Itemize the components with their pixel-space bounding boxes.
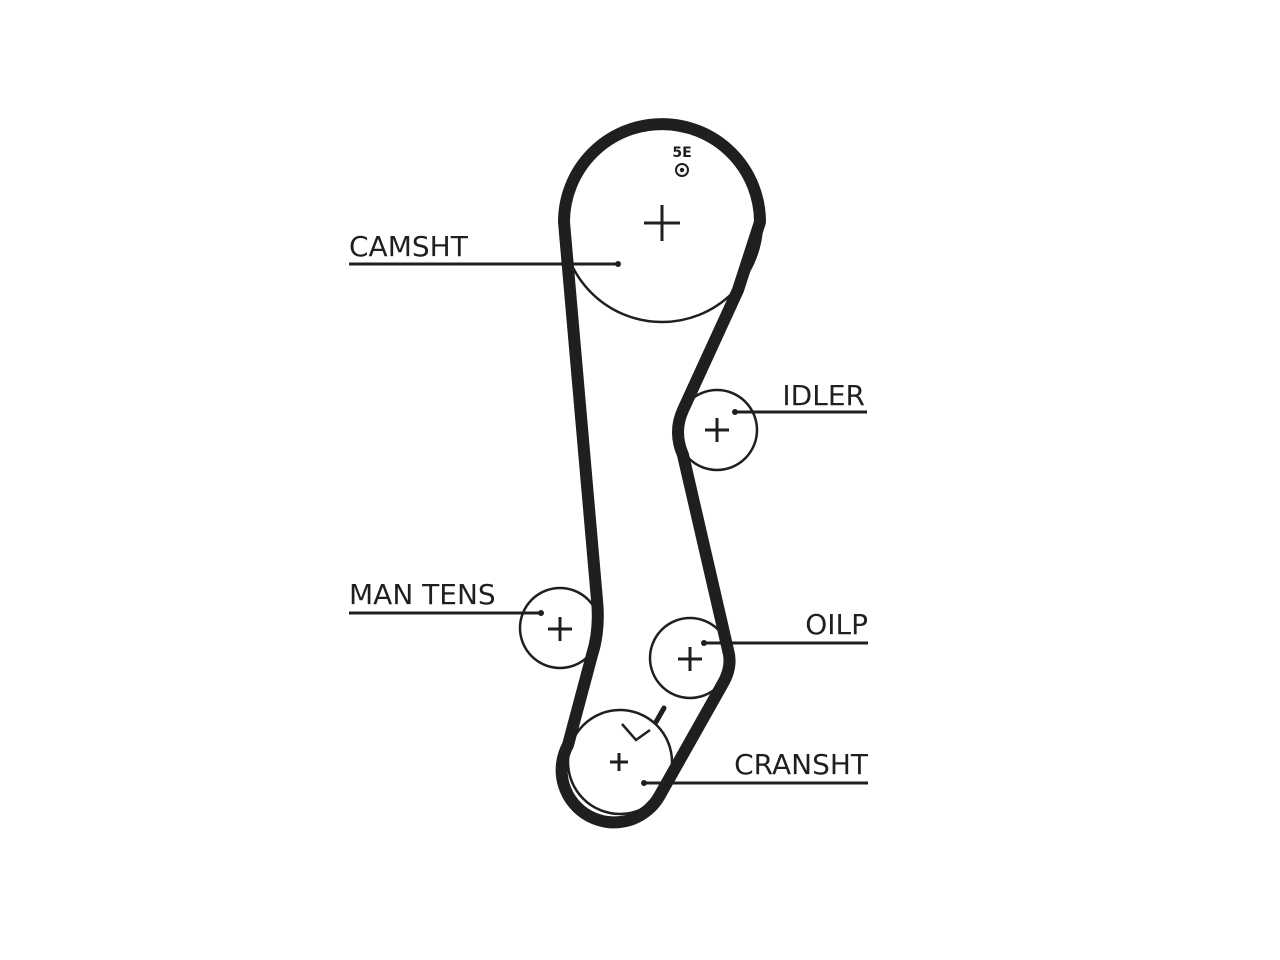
oil-pump-callout: OILP — [701, 608, 868, 646]
timing-mark-label: 5E — [672, 145, 691, 161]
crankshaft-callout: CRANSHT — [641, 748, 869, 786]
idler-callout: IDLER — [732, 379, 867, 415]
crankshaft-timing-pointer — [653, 705, 667, 725]
timing-mark-ring — [675, 163, 689, 177]
timing-belt — [555, 118, 766, 829]
crankshaft-timing-notch — [621, 723, 651, 742]
idler-center-mark — [705, 418, 729, 442]
crankshaft-center-mark — [610, 753, 628, 771]
camshaft-label: CAMSHT — [349, 230, 469, 263]
camshaft-center-mark — [644, 205, 680, 241]
oil-pump-center-mark — [678, 647, 702, 671]
tensioner-center-mark — [548, 617, 572, 641]
oil-pump-label: OILP — [805, 608, 868, 641]
tensioner-callout: MAN TENS — [349, 578, 544, 616]
crankshaft-label: CRANSHT — [734, 748, 869, 781]
idler-label: IDLER — [782, 379, 865, 412]
timing-mark-dot — [679, 167, 685, 173]
tensioner-label: MAN TENS — [349, 578, 496, 611]
camshaft-callout: CAMSHT — [349, 230, 621, 267]
